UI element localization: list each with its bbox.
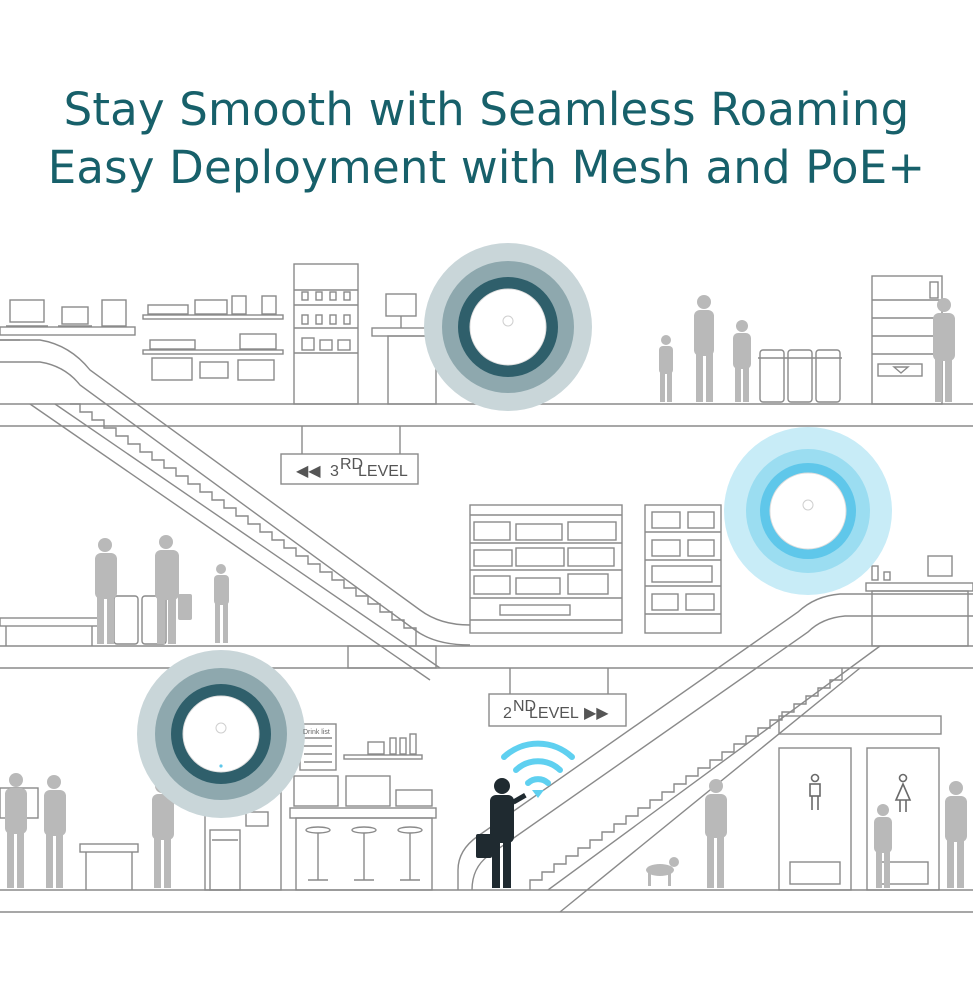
person-silhouette — [95, 538, 117, 644]
sign-level-2-word: LEVEL — [529, 705, 579, 722]
vending-machine — [871, 275, 943, 405]
cafe-menu-board-text: Drink list — [303, 729, 330, 736]
sign-level-2 — [488, 668, 627, 727]
electronics-shop — [0, 295, 284, 381]
display-cabinet — [293, 263, 359, 405]
restroom-man-icon — [809, 773, 821, 810]
middle-bins — [0, 595, 167, 646]
fridge-shelf — [644, 504, 722, 634]
person-silhouette — [44, 775, 66, 888]
sign-level-3-arrows: ◀◀ — [296, 463, 321, 480]
sign-level-3-number: 3 — [330, 463, 339, 480]
sign-level-2-arrows: ▶▶ — [584, 705, 609, 722]
access-point-icon — [469, 288, 547, 366]
access-point-middle — [724, 427, 892, 595]
restroom-area — [778, 715, 942, 891]
sign-level-3-suffix: RD — [340, 456, 363, 473]
access-point-bottom — [137, 650, 305, 818]
access-point-icon — [769, 472, 847, 550]
escalator-lower — [457, 593, 973, 913]
person-silhouette — [874, 804, 892, 888]
sign-level-3 — [280, 426, 419, 485]
person-silhouette — [933, 298, 955, 402]
access-point-icon — [182, 695, 260, 773]
waste-bins — [758, 349, 842, 403]
shopper-silhouettes — [5, 295, 967, 888]
dog-silhouette — [646, 857, 679, 886]
person-silhouette — [705, 779, 727, 888]
cafe-counter — [289, 723, 437, 891]
roaming-user-silhouette — [476, 778, 527, 888]
sign-level-2-suffix: ND — [513, 698, 536, 715]
bar-stools — [305, 826, 423, 881]
person-silhouette — [155, 535, 192, 644]
headline-line-1: Stay Smooth with Seamless Roaming — [63, 83, 910, 136]
access-point-top — [424, 243, 592, 411]
child-silhouette — [659, 335, 673, 402]
grocery-shelf — [469, 504, 623, 634]
person-silhouette — [733, 320, 751, 402]
sign-level-3-word: LEVEL — [358, 463, 408, 480]
person-silhouette — [945, 781, 967, 888]
wifi-signal-icon — [501, 740, 575, 786]
sign-level-2-number: 2 — [503, 705, 512, 722]
headline-line-2: Easy Deployment with Mesh and PoE+ — [47, 141, 926, 194]
child-silhouette — [214, 564, 229, 643]
person-silhouette — [694, 295, 714, 402]
escalator-upper — [0, 339, 471, 681]
restroom-woman-icon — [894, 773, 912, 812]
wifi-signal-dot — [532, 790, 544, 798]
person-silhouette — [5, 773, 27, 888]
info-counter — [865, 555, 973, 647]
